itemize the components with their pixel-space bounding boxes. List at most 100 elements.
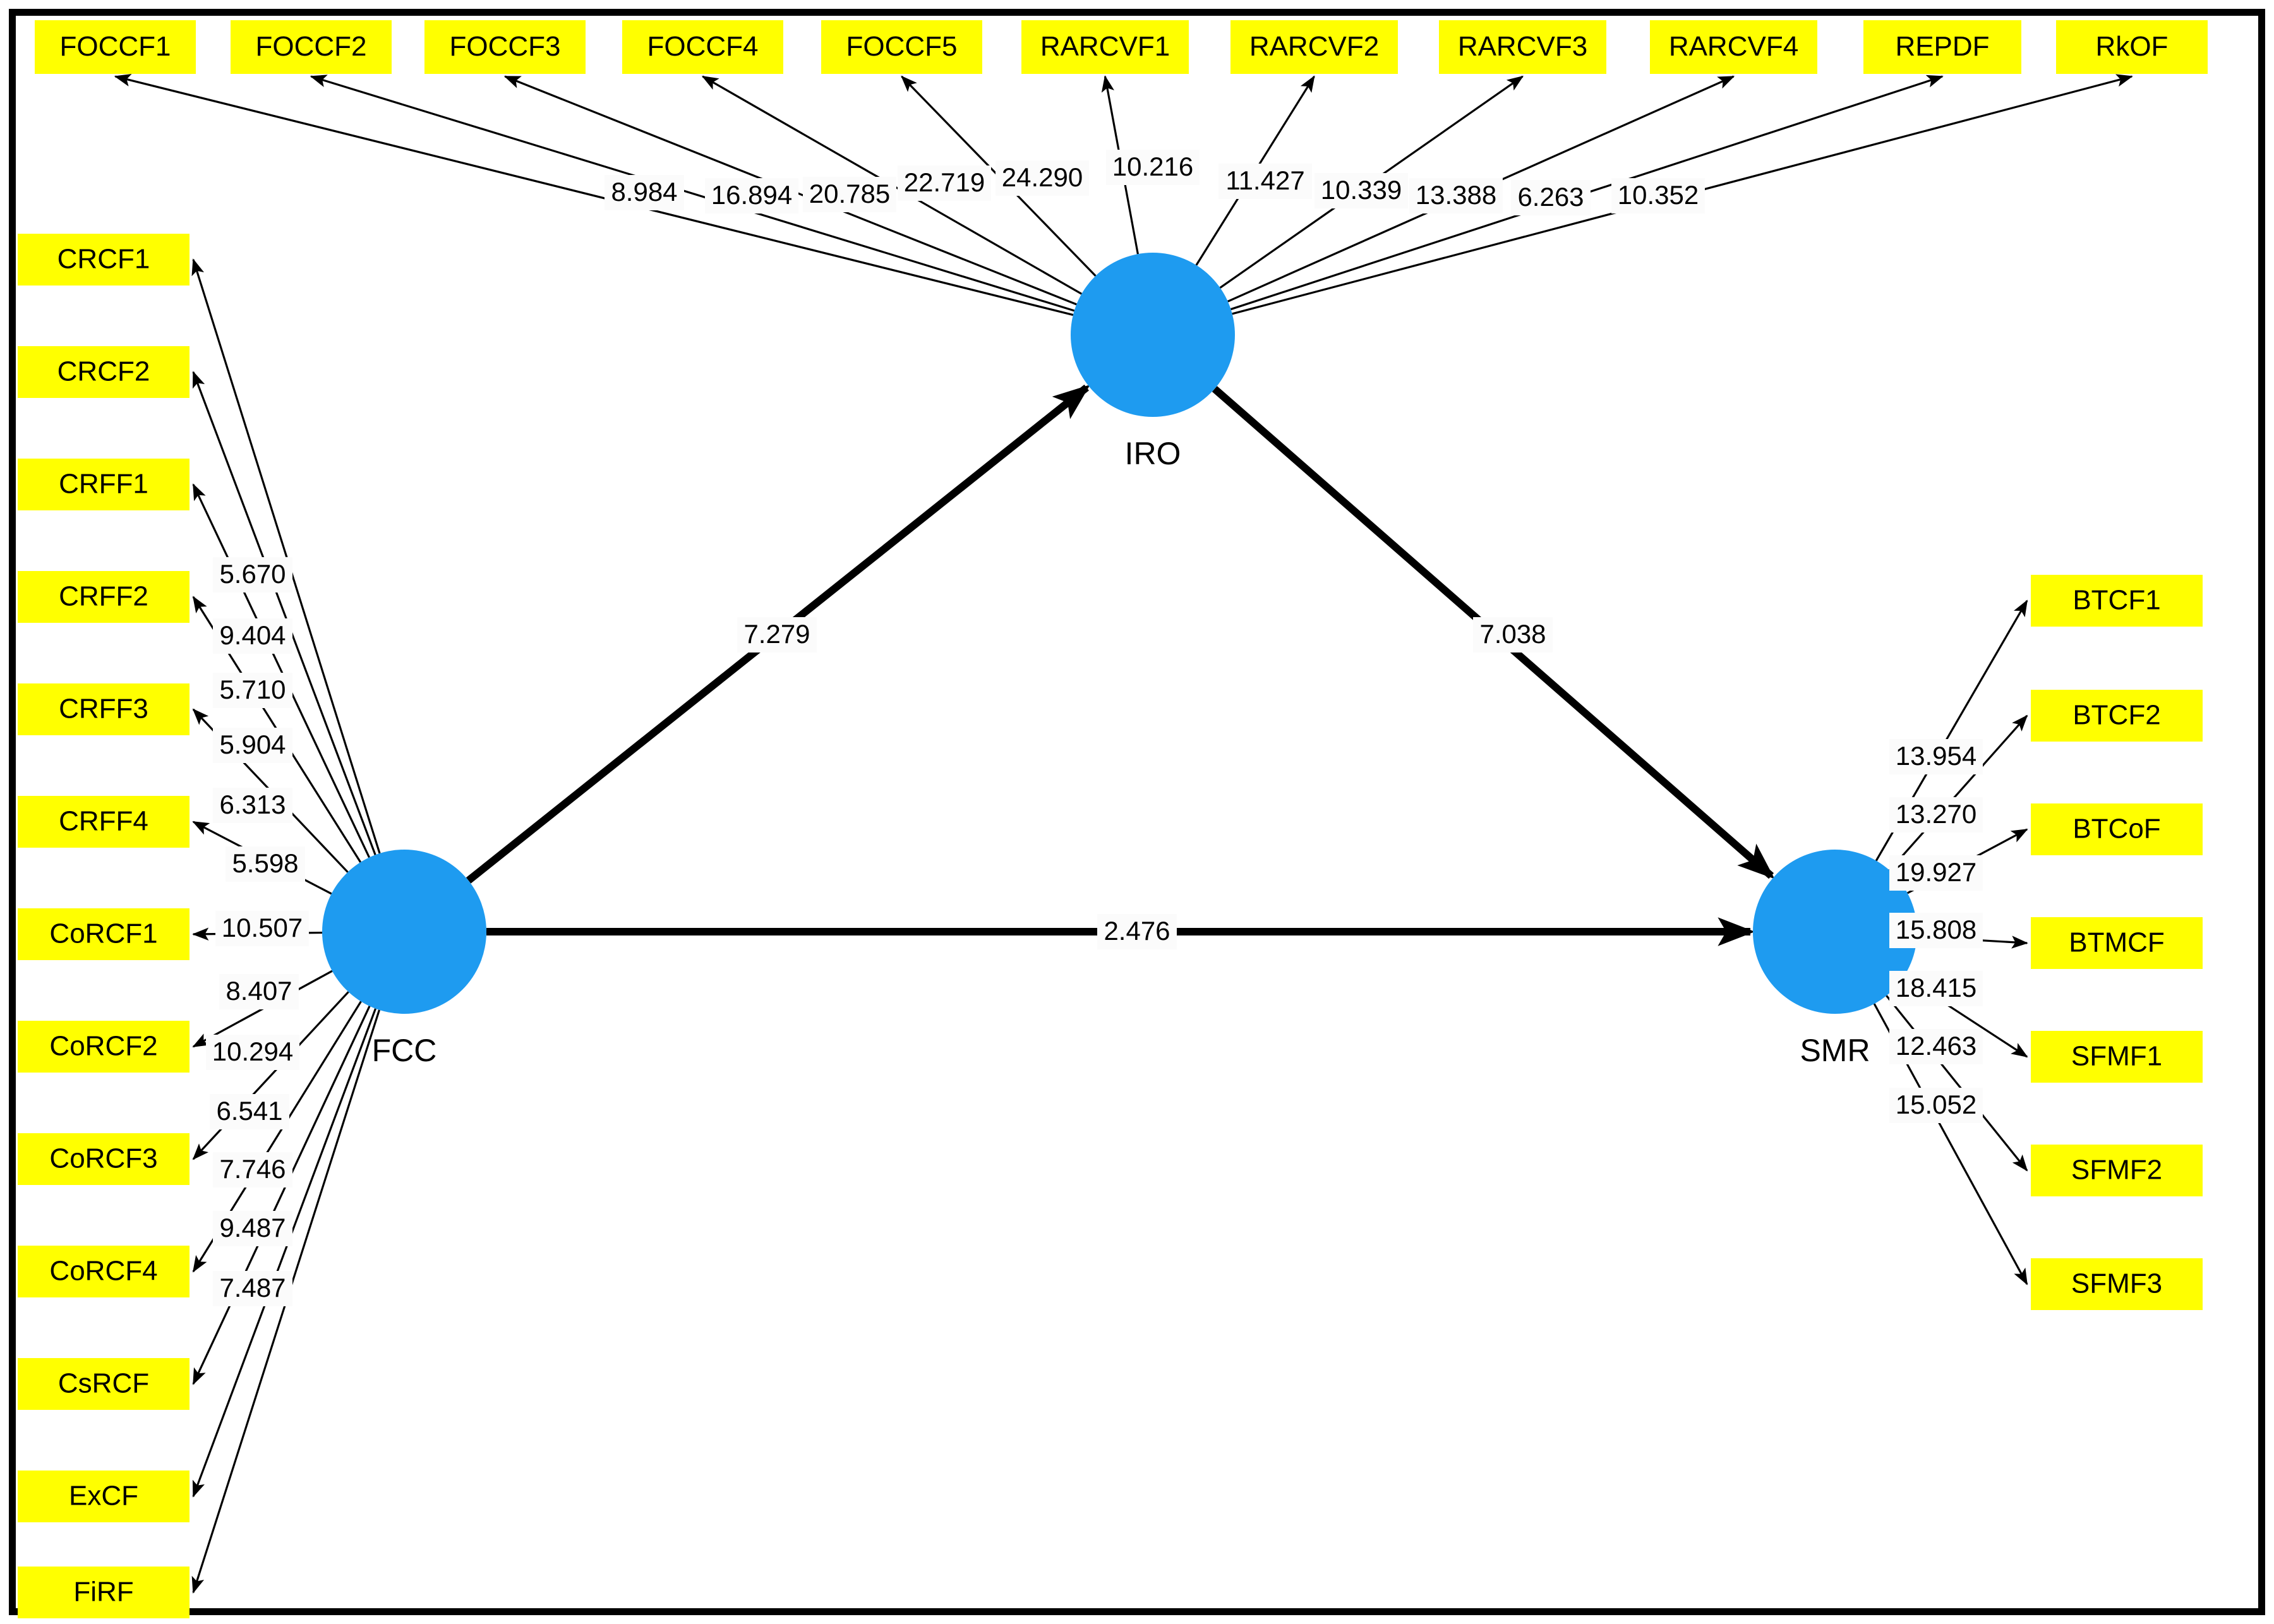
indicator-label: BTMCF <box>2069 927 2165 958</box>
coefficient-label: 5.904 <box>219 730 286 759</box>
indicator-box-btmcf[interactable] <box>2031 917 2203 969</box>
coefficient-label: 20.785 <box>809 179 890 208</box>
path-arrow <box>1886 995 2028 1172</box>
coefficient-label: 7.487 <box>219 1273 286 1302</box>
indicator-box-rarcvf2[interactable] <box>1230 20 1398 74</box>
indicator-box-foccf1[interactable] <box>35 20 196 74</box>
coefficient-label-bg <box>213 618 292 654</box>
indicator-box-btcf1[interactable] <box>2031 575 2203 627</box>
indicator-label: RARCVF3 <box>1458 31 1587 62</box>
latent-node-fcc[interactable] <box>322 850 486 1014</box>
path-arrow <box>192 483 370 858</box>
indicator-box-rarcvf1[interactable] <box>1021 20 1189 74</box>
coefficient-label: 10.507 <box>222 913 303 942</box>
coefficient-label-bg <box>1889 797 1983 833</box>
coefficient-label: 16.894 <box>711 180 792 210</box>
coefficient-label-bg <box>1473 617 1553 653</box>
coefficient-label-bg <box>215 911 309 946</box>
path-arrow <box>192 1006 371 1385</box>
indicator-box-sfmf1[interactable] <box>2031 1031 2203 1083</box>
coefficient-label-bg <box>213 673 292 708</box>
coefficient-label: 10.339 <box>1321 175 1402 205</box>
indicator-box-crff3[interactable] <box>18 683 190 735</box>
indicator-box-excf[interactable] <box>18 1471 190 1522</box>
indicator-box-corcf3[interactable] <box>18 1133 190 1185</box>
indicator-box-foccf5[interactable] <box>821 20 982 74</box>
coefficient-label-bg <box>1611 178 1705 214</box>
latent-node-label: IRO <box>1125 436 1181 471</box>
path-arrow <box>192 991 349 1160</box>
indicator-box-corcf2[interactable] <box>18 1021 190 1073</box>
coefficient-label-bg <box>1218 164 1312 199</box>
coefficient-label-bg <box>1106 150 1200 185</box>
indicator-label: FOCCF1 <box>60 31 171 62</box>
indicator-label: RARCVF1 <box>1040 31 1170 62</box>
coefficient-label-bg <box>213 788 292 823</box>
indicator-box-foccf4[interactable] <box>622 20 783 74</box>
fcc-indicator-boxes: CRCF1CRCF2CRFF1CRFF2CRFF3CRFF4CoRCF1CoRC… <box>18 234 190 1618</box>
coefficient-label-bg <box>213 1271 292 1306</box>
path-arrow <box>114 73 1074 316</box>
indicator-label: FOCCF3 <box>450 31 561 62</box>
indicator-label: CRFF1 <box>59 469 148 500</box>
coefficient-label-bg <box>213 1211 292 1246</box>
latent-node-iro[interactable] <box>1071 253 1235 417</box>
path-arrow <box>192 371 376 855</box>
indicator-box-crff2[interactable] <box>18 571 190 623</box>
coefficient-label: 18.415 <box>1896 973 1976 1002</box>
coefficient-label-bg <box>705 178 798 214</box>
coefficient-label: 22.719 <box>904 167 985 197</box>
coefficient-label: 5.598 <box>232 848 298 878</box>
coefficient-label-bg <box>1511 180 1591 215</box>
coefficient-label: 24.290 <box>1002 162 1083 192</box>
indicator-box-crff4[interactable] <box>18 796 190 848</box>
coefficient-label: 13.954 <box>1896 741 1976 771</box>
indicator-box-sfmf2[interactable] <box>2031 1145 2203 1196</box>
coefficient-label: 7.746 <box>219 1154 286 1184</box>
coefficient-label-bg <box>213 1152 292 1188</box>
indicator-box-corcf1[interactable] <box>18 908 190 960</box>
path-arrow <box>192 1008 377 1498</box>
indicator-box-sfmf3[interactable] <box>2031 1258 2203 1310</box>
indicator-label: BTCoF <box>2072 814 2160 845</box>
indicator-box-crcf1[interactable] <box>18 234 190 286</box>
indicator-box-corcf4[interactable] <box>18 1246 190 1297</box>
coefficient-label: 12.463 <box>1896 1031 1976 1061</box>
indicator-label: RARCVF4 <box>1669 31 1798 62</box>
structural-edges <box>466 384 1775 946</box>
indicator-label: REPDF <box>1895 31 1989 62</box>
indicator-box-rarcvf4[interactable] <box>1650 20 1817 74</box>
indicator-box-csrcf[interactable] <box>18 1358 190 1410</box>
indicator-label: CoRCF4 <box>49 1256 157 1287</box>
indicator-box-btcof[interactable] <box>2031 803 2203 855</box>
coefficient-label: 19.927 <box>1896 857 1976 887</box>
coefficient-label-bg <box>1889 913 1983 948</box>
coefficient-label-bg <box>1097 914 1177 949</box>
coefficient-label-bg <box>605 175 684 210</box>
indicator-label: FOCCF5 <box>846 31 958 62</box>
indicator-box-rarcvf3[interactable] <box>1439 20 1606 74</box>
path-arrow <box>191 258 381 854</box>
coefficient-label-bg <box>1409 178 1503 214</box>
indicator-box-btcf2[interactable] <box>2031 690 2203 742</box>
indicator-box-firf[interactable] <box>18 1567 190 1618</box>
coefficient-label-bg <box>219 974 299 1009</box>
indicator-box-crff1[interactable] <box>18 459 190 510</box>
coefficient-label: 5.670 <box>219 559 286 589</box>
indicator-label: CRCF1 <box>57 244 150 275</box>
indicator-box-foccf2[interactable] <box>231 20 392 74</box>
indicator-label: BTCF1 <box>2072 585 2160 616</box>
indicator-box-crcf2[interactable] <box>18 346 190 398</box>
coefficient-label-bg <box>226 846 305 882</box>
indicator-label: SFMF3 <box>2071 1268 2162 1299</box>
coefficient-label: 9.404 <box>219 620 286 650</box>
latent-node-smr[interactable] <box>1753 850 1917 1014</box>
indicator-box-foccf3[interactable] <box>424 20 586 74</box>
indicator-label: ExCF <box>69 1481 138 1512</box>
indicator-box-rkof[interactable] <box>2056 20 2208 74</box>
indicator-box-repdf[interactable] <box>1863 20 2021 74</box>
coefficient-label-bg <box>213 557 292 592</box>
